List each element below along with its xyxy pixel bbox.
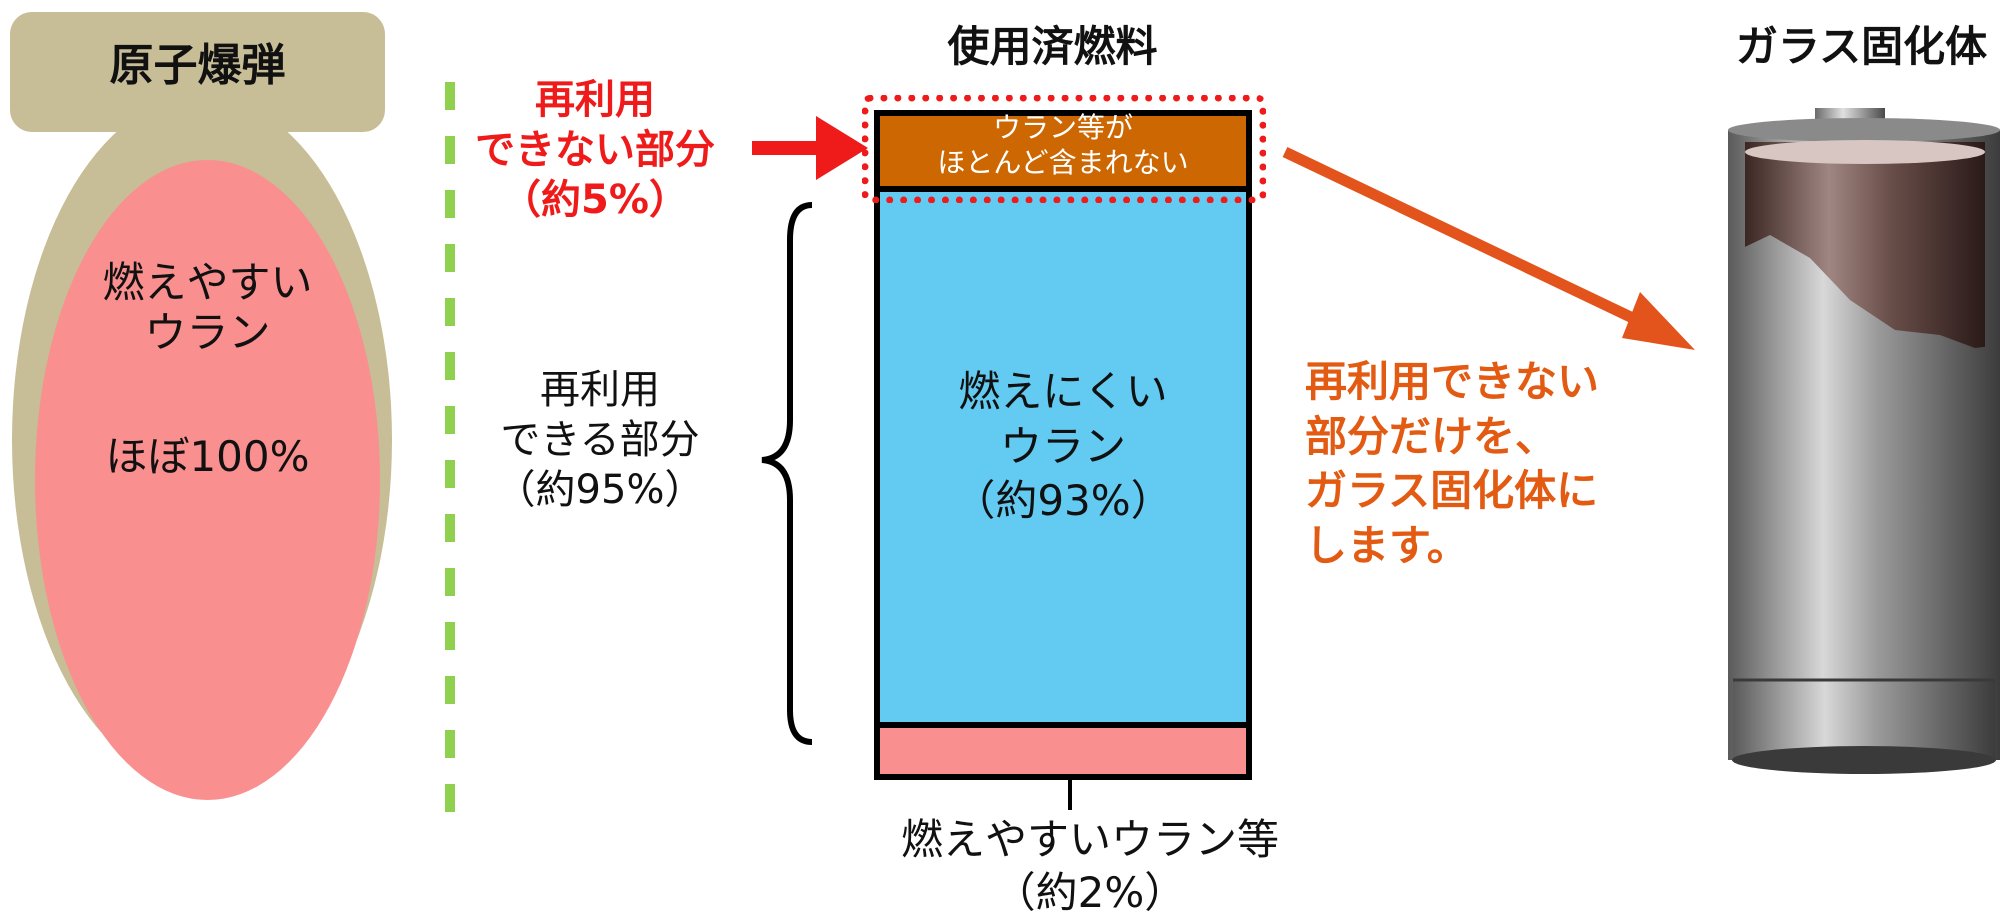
segment-easy-to-burn-label: 燃えやすいウラン等 （約2%）	[900, 815, 1279, 917]
spent-fuel-title: 使用済燃料	[947, 22, 1158, 71]
segment-easy-to-burn-uranium	[880, 728, 1246, 774]
to-glass-arrow-line	[1282, 147, 1665, 337]
segment-non-reusable-label: ウラン等が ほとんど含まれない	[937, 111, 1189, 179]
reusable-label: 再利用 できる部分 （約95%）	[495, 367, 705, 513]
non-reusable-highlight-box	[862, 95, 1266, 203]
non-reusable-label: 再利用 できない部分 （約5%）	[475, 77, 715, 223]
nonreusable-arrow-head	[816, 116, 868, 180]
bomb-cap	[10, 12, 385, 132]
to-glass-arrow-head	[1622, 292, 1695, 350]
bomb-fuel-label: 燃えやすい ウラン	[102, 258, 313, 358]
segment-hard-to-burn-label: 燃えにくい ウラン （約93%）	[953, 367, 1173, 526]
glass-title: ガラス固化体	[1735, 22, 1988, 71]
bomb-title: 原子爆弾	[109, 40, 286, 91]
glass-note: 再利用できない 部分だけを、 ガラス固化体に します。	[1305, 357, 1600, 570]
bomb-fuel-percent: ほぼ100%	[105, 432, 310, 481]
bomb-uranium-area	[35, 160, 380, 800]
glass-canister-image	[1728, 108, 2000, 774]
reusable-brace	[761, 202, 813, 745]
segment-hard-to-burn-uranium	[880, 192, 1246, 728]
segment-non-reusable	[880, 116, 1246, 192]
